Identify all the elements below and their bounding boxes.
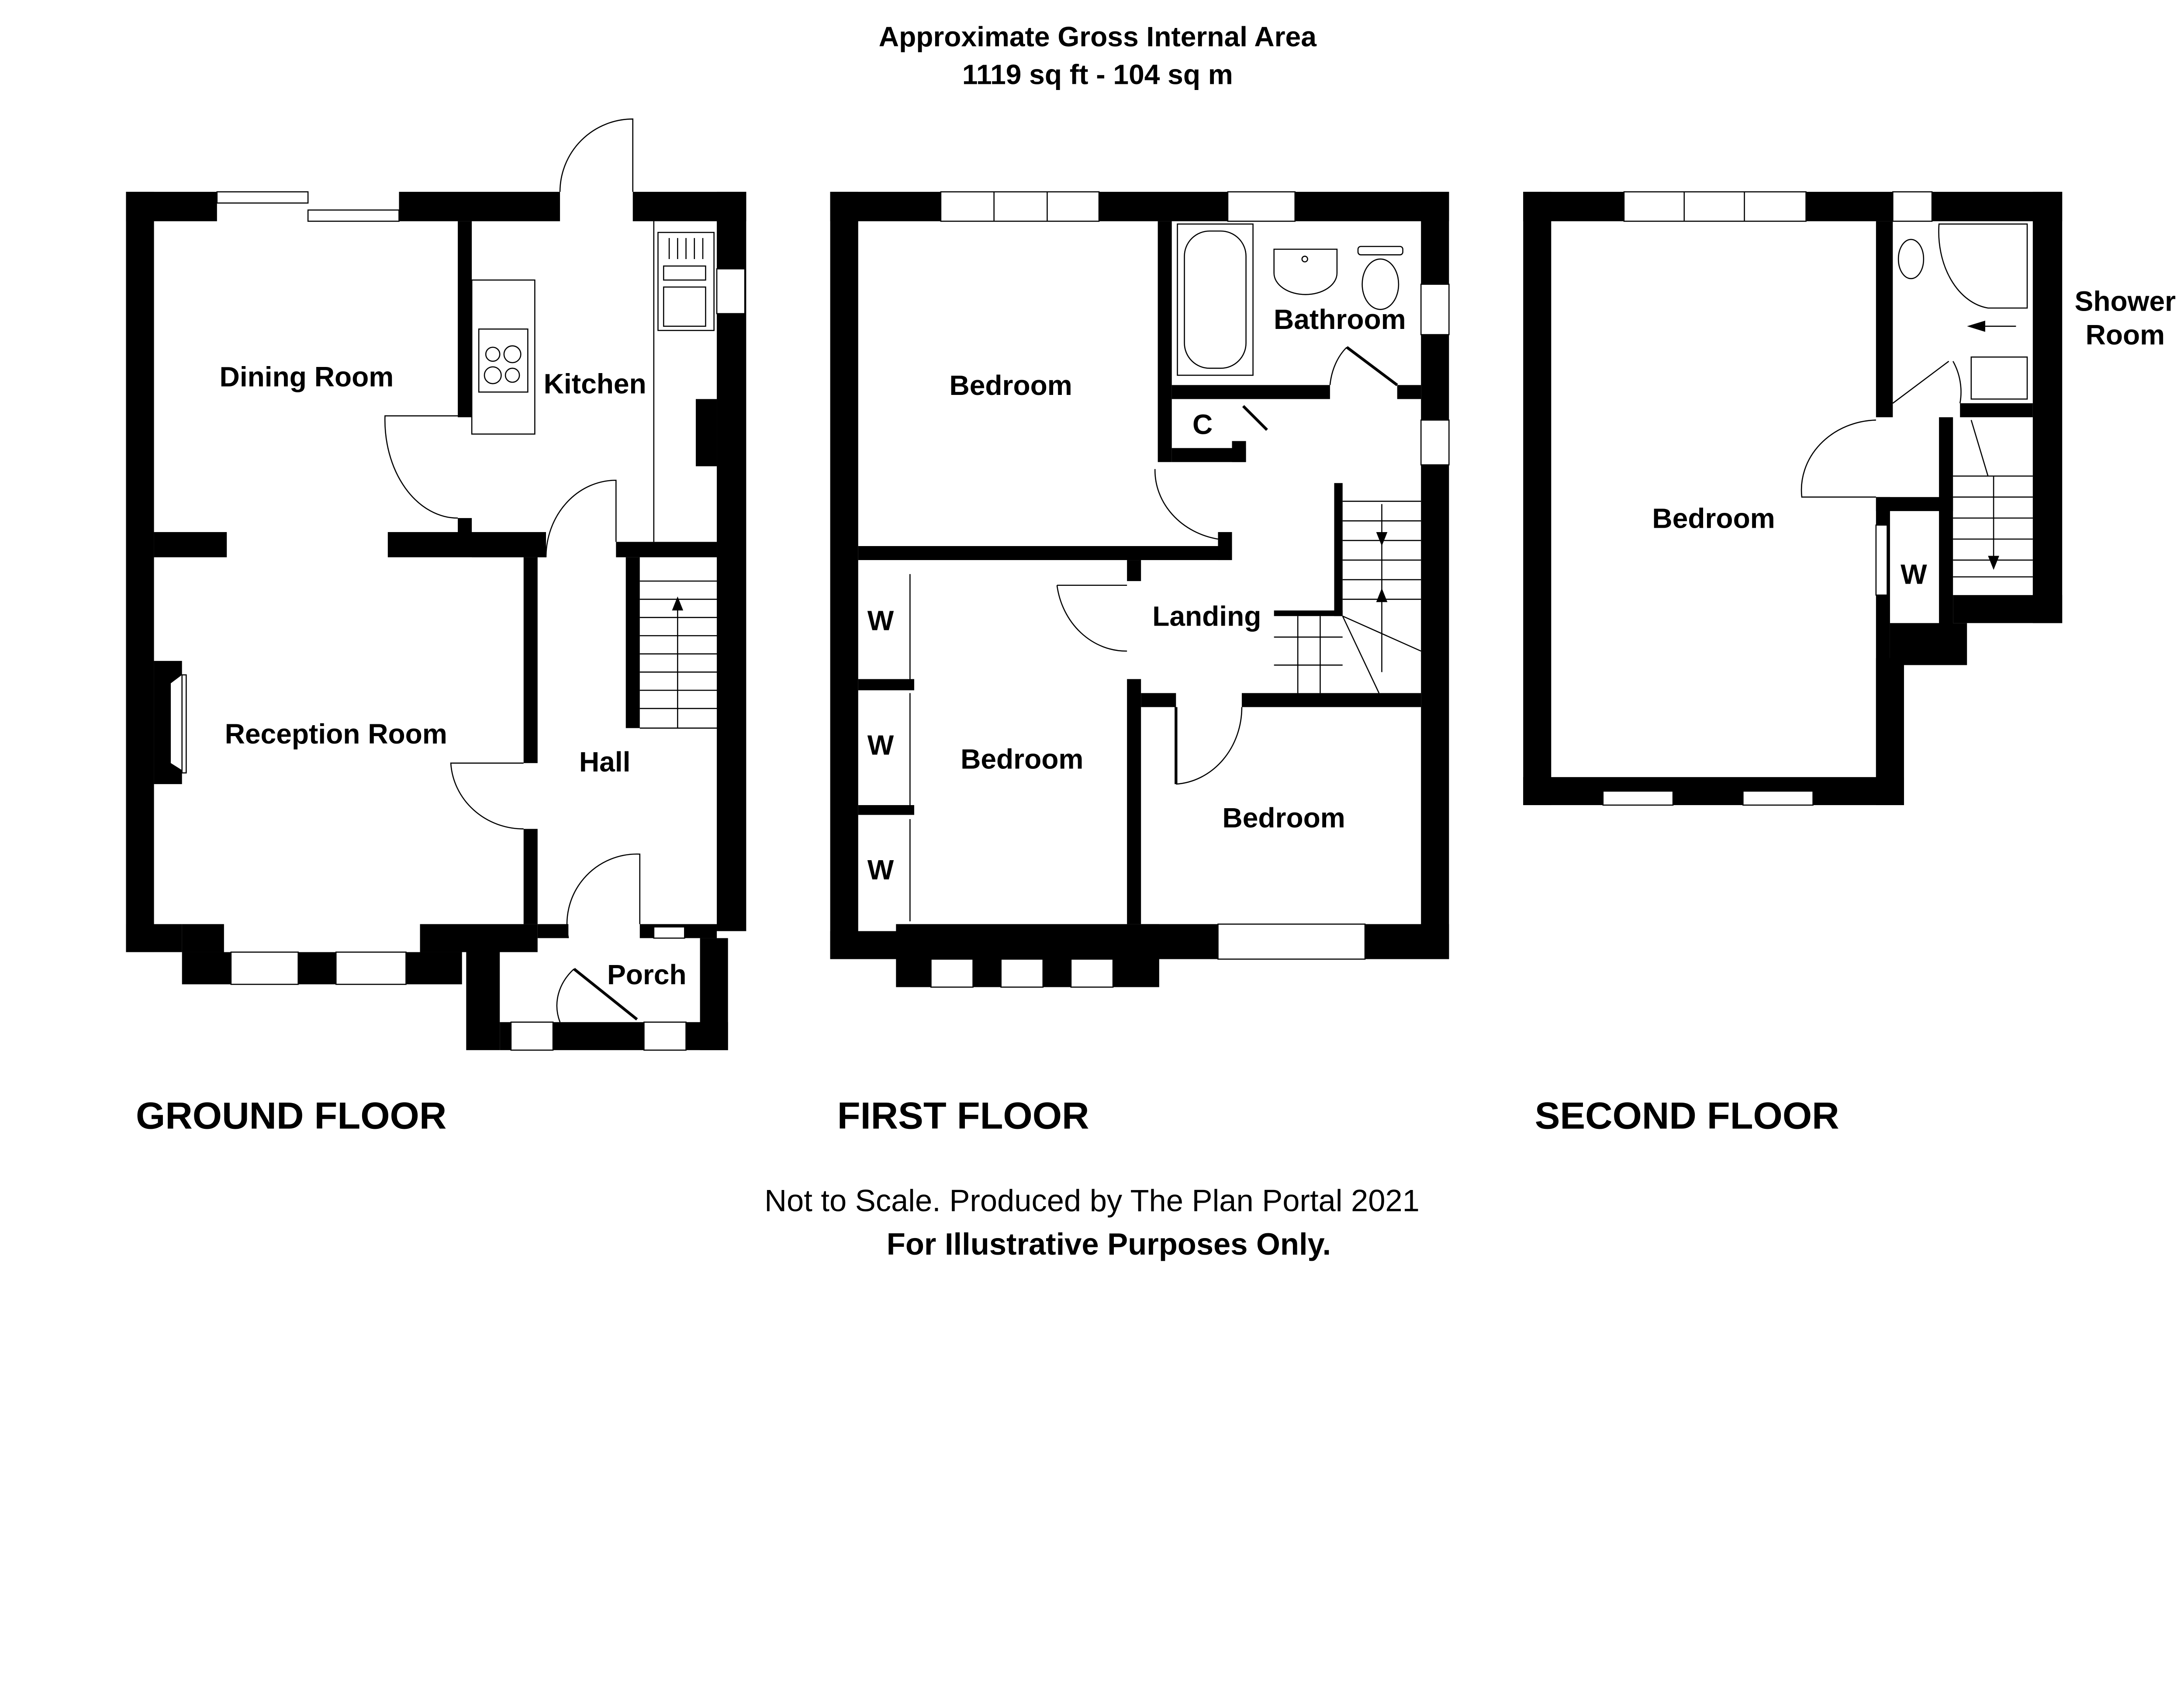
stairs: [1953, 420, 2033, 578]
basin-icon: [1273, 249, 1338, 295]
ground-floor-label: GROUND FLOOR: [136, 1095, 446, 1137]
basin-icon: [1970, 356, 2028, 400]
first-floor-label: FIRST FLOOR: [837, 1095, 1089, 1137]
room-kitchen: Kitchen: [544, 368, 646, 400]
room-bathroom: Bathroom: [1274, 304, 1406, 335]
room-cupboard: C: [1192, 409, 1213, 440]
hob-icon: [478, 328, 529, 393]
floor-plan: Approximate Gross Internal Area 1119 sq …: [126, 21, 2176, 1261]
bath-icon: [1177, 223, 1254, 376]
sink-icon: [657, 232, 715, 331]
room-dining: Dining Room: [220, 361, 394, 393]
second-floor-label: SECOND FLOOR: [1535, 1095, 1839, 1137]
wardrobe-2: W: [867, 730, 894, 761]
illustrative-note: For Illustrative Purposes Only.: [887, 1227, 1331, 1261]
toilet-icon: [1357, 246, 1403, 310]
room-reception: Reception Room: [225, 718, 447, 750]
stairs: [639, 580, 717, 729]
disclaimer: Not to Scale. Produced by The Plan Porta…: [764, 1183, 1420, 1218]
toilet-icon: [1897, 239, 1925, 280]
wardrobe-3: W: [867, 854, 894, 886]
room-bedroom-1: Bedroom: [949, 370, 1072, 401]
room-hall: Hall: [579, 746, 631, 778]
stairs: [1274, 501, 1421, 694]
second-floor-plan: Bedroom Shower Room W SECOND FLOOR: [1523, 191, 2176, 1137]
area-title: Approximate Gross Internal Area: [879, 21, 1317, 52]
room-landing: Landing: [1152, 601, 1261, 632]
room-porch: Porch: [607, 959, 687, 990]
wardrobe-1: W: [867, 605, 894, 636]
area-value: 1119 sq ft - 104 sq m: [962, 59, 1233, 90]
room-bedroom-2: Bedroom: [961, 744, 1083, 775]
patio-door: [216, 191, 309, 204]
room-bedroom: Bedroom: [1652, 502, 1775, 534]
wardrobe: W: [1901, 559, 1927, 590]
shower-icon: [1938, 223, 2028, 309]
room-bedroom-3: Bedroom: [1222, 802, 1345, 834]
first-floor-plan: Bedroom Bathroom C Landing Bedroom Bedro…: [830, 191, 1450, 1137]
ground-floor-plan: Dining Room Kitchen Reception Room Hall …: [126, 118, 746, 1137]
room-shower-line1: Shower: [2075, 286, 2176, 317]
room-shower-line2: Room: [2086, 319, 2165, 350]
